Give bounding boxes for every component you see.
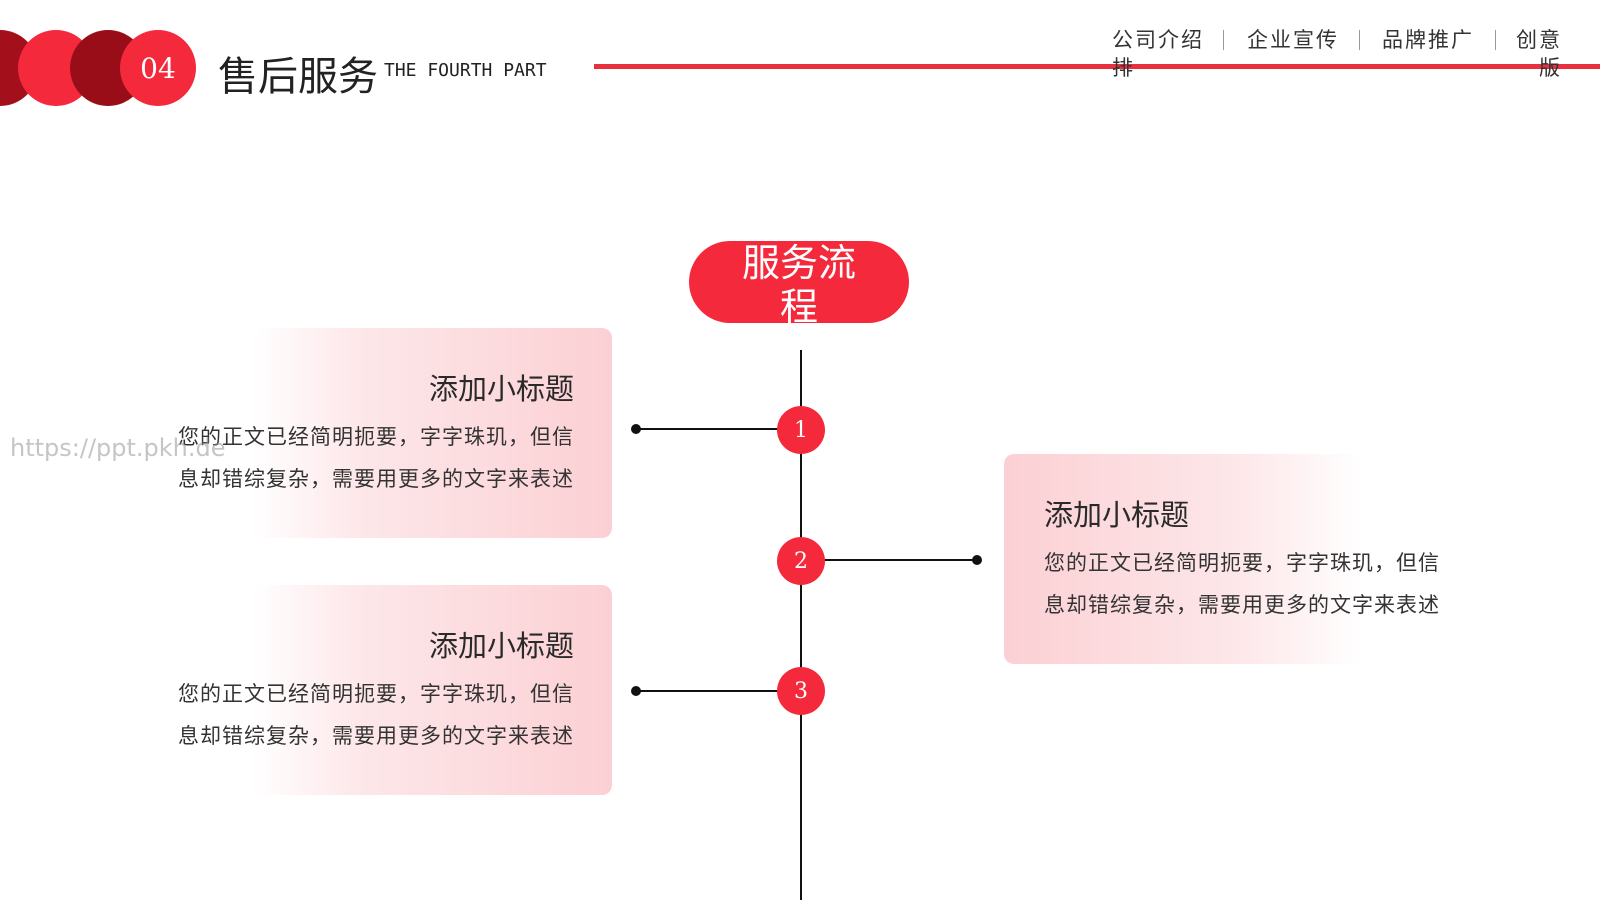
step-card-body-line: 您的正文已经简明扼要，字字珠玑，但信	[178, 682, 574, 706]
step-card-body: 您的正文已经简明扼要，字字珠玑，但信 息却错综复杂，需要用更多的文字来表述	[1044, 542, 1440, 626]
section-number-badge: 04	[120, 30, 196, 106]
step-card-title: 添加小标题	[428, 629, 574, 663]
step-card-body-line: 息却错综复杂，需要用更多的文字来表述	[178, 724, 574, 748]
top-nav: 公司介绍 排 企业宣传 品牌推广 创意 版	[1108, 26, 1570, 86]
section-title: 售后服务	[218, 54, 378, 100]
step-card-title: 添加小标题	[1044, 498, 1190, 532]
nav-separator	[1359, 30, 1360, 50]
nav-separator	[1223, 30, 1224, 50]
step-connector-2	[802, 559, 976, 561]
step-number-2: 2	[777, 537, 825, 585]
flow-spine	[800, 350, 802, 900]
nav-separator	[1495, 30, 1496, 50]
connector-end-dot	[631, 686, 641, 696]
flow-title-pill: 服务流 程	[689, 241, 909, 323]
connector-end-dot	[631, 424, 641, 434]
step-card-body: 您的正文已经简明扼要，字字珠玑，但信 息却错综复杂，需要用更多的文字来表述	[152, 673, 574, 757]
step-card-3: 添加小标题 您的正文已经简明扼要，字字珠玑，但信 息却错综复杂，需要用更多的文字…	[178, 585, 612, 795]
step-card-body: 您的正文已经简明扼要，字字珠玑，但信 息却错综复杂，需要用更多的文字来表述	[152, 416, 574, 500]
flow-title-line: 服务流	[741, 241, 856, 285]
step-card-1: 添加小标题 您的正文已经简明扼要，字字珠玑，但信 息却错综复杂，需要用更多的文字…	[178, 328, 612, 538]
step-card-body-line: 您的正文已经简明扼要，字字珠玑，但信	[1044, 551, 1440, 575]
step-card-body-line: 息却错综复杂，需要用更多的文字来表述	[1044, 593, 1440, 617]
step-number-3: 3	[777, 667, 825, 715]
nav-item-company-intro-wrap[interactable]: 排	[1112, 56, 1135, 80]
step-connector-3	[636, 690, 800, 692]
nav-item-company-intro[interactable]: 公司介绍	[1112, 28, 1204, 52]
step-connector-1	[636, 428, 800, 430]
step-number-1: 1	[777, 406, 825, 454]
connector-end-dot	[972, 555, 982, 565]
nav-item-creative-layout-wrap[interactable]: 版	[1539, 56, 1562, 80]
step-card-2: 添加小标题 您的正文已经简明扼要，字字珠玑，但信 息却错综复杂，需要用更多的文字…	[1004, 454, 1440, 664]
header-divider	[594, 64, 1600, 69]
flow-title-line: 程	[779, 285, 818, 323]
nav-item-corporate-promo[interactable]: 企业宣传	[1247, 28, 1339, 52]
step-card-title: 添加小标题	[428, 372, 574, 406]
watermark: https://ppt.pkh.de	[10, 434, 226, 462]
nav-item-creative-layout[interactable]: 创意	[1516, 28, 1562, 52]
step-card-body-line: 您的正文已经简明扼要，字字珠玑，但信	[178, 425, 574, 449]
section-subtitle: THE FOURTH PART	[384, 60, 547, 81]
step-card-body-line: 息却错综复杂，需要用更多的文字来表述	[178, 467, 574, 491]
nav-item-brand-promotion[interactable]: 品牌推广	[1382, 28, 1474, 52]
